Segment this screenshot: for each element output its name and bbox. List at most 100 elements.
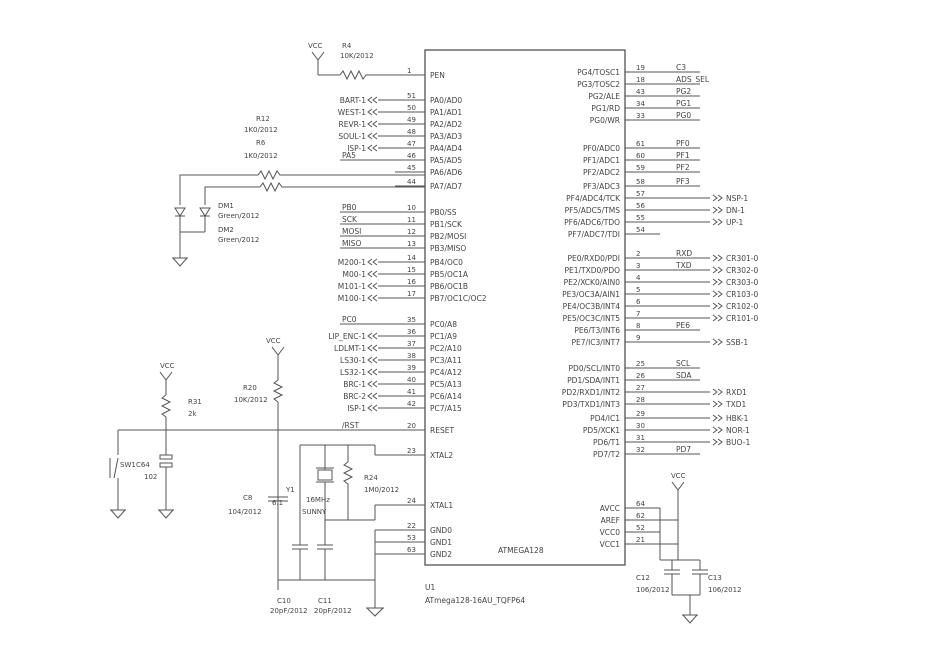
right-pin-name: PF6/ADC6/TDO — [564, 218, 620, 227]
r24-value: 1M0/2012 — [364, 486, 399, 494]
c8-mark: 6.1 — [272, 499, 283, 507]
left-pin-name: PB1/SCK — [430, 220, 463, 229]
left-net-arrow — [367, 96, 373, 104]
right-pin-number: 34 — [636, 100, 645, 108]
right-net-label: PF1 — [676, 151, 690, 160]
left-net-label: M00-1 — [343, 270, 367, 279]
right-net-label: SDA — [676, 371, 692, 380]
c12-ref: C12 — [636, 574, 650, 582]
left-pin-name: PB5/OC1A — [430, 270, 469, 279]
left-pin-number: 53 — [407, 534, 416, 542]
left-net-label: SOUL-1 — [338, 132, 366, 141]
left-pin-name: PB6/OC1B — [430, 282, 468, 291]
dm1-ref: DM1 — [218, 202, 234, 210]
left-pin-name: GND0 — [430, 526, 452, 535]
r24-ref: R24 — [364, 474, 378, 482]
y1-value: 16MHz — [306, 496, 330, 504]
left-net-arrow — [372, 294, 378, 302]
left-pin-name: PA2/AD2 — [430, 120, 462, 129]
ic-title: ATMEGA128 — [498, 546, 544, 555]
right-net-label: CR301-0 — [726, 254, 758, 263]
right-net-label: PE6 — [676, 321, 690, 330]
right-pin-number: 62 — [636, 512, 645, 520]
right-pin-number: 52 — [636, 524, 645, 532]
c12-value: 106/2012 — [636, 586, 670, 594]
right-net-label: BUO-1 — [726, 438, 750, 447]
right-pin-name: PD6/T1 — [593, 438, 620, 447]
right-pin-number: 59 — [636, 164, 645, 172]
left-pin-number: 40 — [407, 376, 416, 384]
left-pin-number: 23 — [407, 447, 416, 455]
left-net-arrow — [367, 380, 373, 388]
right-pin-name: PG3/TOSC2 — [577, 80, 620, 89]
left-net-arrow — [372, 270, 378, 278]
right-net-arrow — [712, 388, 718, 396]
r4-resistor: VCC R4 10K/2012 — [308, 42, 425, 81]
left-net-arrow — [372, 96, 378, 104]
right-net-label: PF2 — [676, 163, 690, 172]
r31-ref: R31 — [188, 398, 202, 406]
left-pin-number: 35 — [407, 316, 416, 324]
left-pin-name: GND2 — [430, 550, 452, 559]
right-net-label: TXD1 — [725, 400, 746, 409]
c10-ref: C10 — [277, 597, 291, 605]
right-net-arrow — [712, 266, 718, 274]
right-pin-number: 27 — [636, 384, 645, 392]
right-net-labels: C3ADS_SELPG2PG1PG0PF0PF1PF2PF3NSP-1DN-1U… — [660, 63, 758, 455]
left-net-arrow — [367, 368, 373, 376]
right-pin-name: PG1/RD — [591, 104, 620, 113]
r20-vcc-label: VCC — [266, 337, 281, 345]
right-net-arrow — [717, 388, 723, 396]
left-net-label: MISO — [342, 239, 361, 248]
right-pin-number: 5 — [636, 286, 640, 294]
right-pin-name: PE2/XCK0/AIN0 — [564, 278, 621, 287]
y1-ref: Y1 — [285, 486, 295, 494]
right-pin-number: 33 — [636, 112, 645, 120]
right-net-arrow — [712, 400, 718, 408]
ic-part-number: ATmega128-16AU_TQFP64 — [425, 596, 525, 605]
left-pin-name: PB7/OC1C/OC2 — [430, 294, 487, 303]
r31-value: 2k — [188, 410, 197, 418]
right-net-label: CR102-0 — [726, 302, 758, 311]
r6-value: 1K0/2012 — [244, 152, 278, 160]
left-pin-number: 11 — [407, 216, 416, 224]
right-pin-number: 9 — [636, 334, 640, 342]
right-net-arrow — [717, 400, 723, 408]
right-net-label: PG0 — [676, 111, 691, 120]
left-pin-name: PEN — [430, 71, 445, 80]
left-pin-name: PA0/AD0 — [430, 96, 462, 105]
left-net-arrow — [367, 332, 373, 340]
left-net-arrow — [367, 356, 373, 364]
right-net-label: SSB-1 — [726, 338, 748, 347]
right-net-arrow — [717, 426, 723, 434]
power-section: VCC C12 106/2012 C13 106/2012 — [625, 472, 742, 624]
r20-value: 10K/2012 — [234, 396, 268, 404]
left-net-arrow — [372, 120, 378, 128]
right-pin-name: PD0/SCL/INT0 — [569, 364, 621, 373]
right-pin-name: VCC1 — [600, 540, 621, 549]
right-net-arrow — [712, 314, 718, 322]
right-pin-number: 58 — [636, 178, 645, 186]
right-pin-name: PF3/ADC3 — [583, 182, 620, 191]
left-pin-name: PA7/AD7 — [430, 182, 462, 191]
c8-ref: C8 — [243, 494, 252, 502]
right-pin-number: 25 — [636, 360, 645, 368]
right-net-arrow — [712, 426, 718, 434]
right-net-arrow — [717, 438, 723, 446]
right-net-arrow — [712, 254, 718, 262]
right-net-label: RXD — [676, 249, 692, 258]
left-net-arrow — [372, 344, 378, 352]
left-pin-name: PC5/A13 — [430, 380, 462, 389]
right-net-arrow — [712, 194, 718, 202]
left-pin-number: 22 — [407, 522, 416, 530]
crystal-circuit: 6.1 C8 104/2012 Y1 16MHz SUNNY R24 1M0/2… — [228, 430, 425, 615]
right-pin-number: 2 — [636, 250, 640, 258]
left-net-arrow — [372, 404, 378, 412]
right-pin-name: AREF — [601, 516, 620, 525]
sw-value: C64 — [136, 461, 150, 469]
left-net-label: WEST-1 — [338, 108, 367, 117]
right-pin-number: 32 — [636, 446, 645, 454]
left-pin-number: 42 — [407, 400, 416, 408]
left-pin-name: PC0/A8 — [430, 320, 457, 329]
